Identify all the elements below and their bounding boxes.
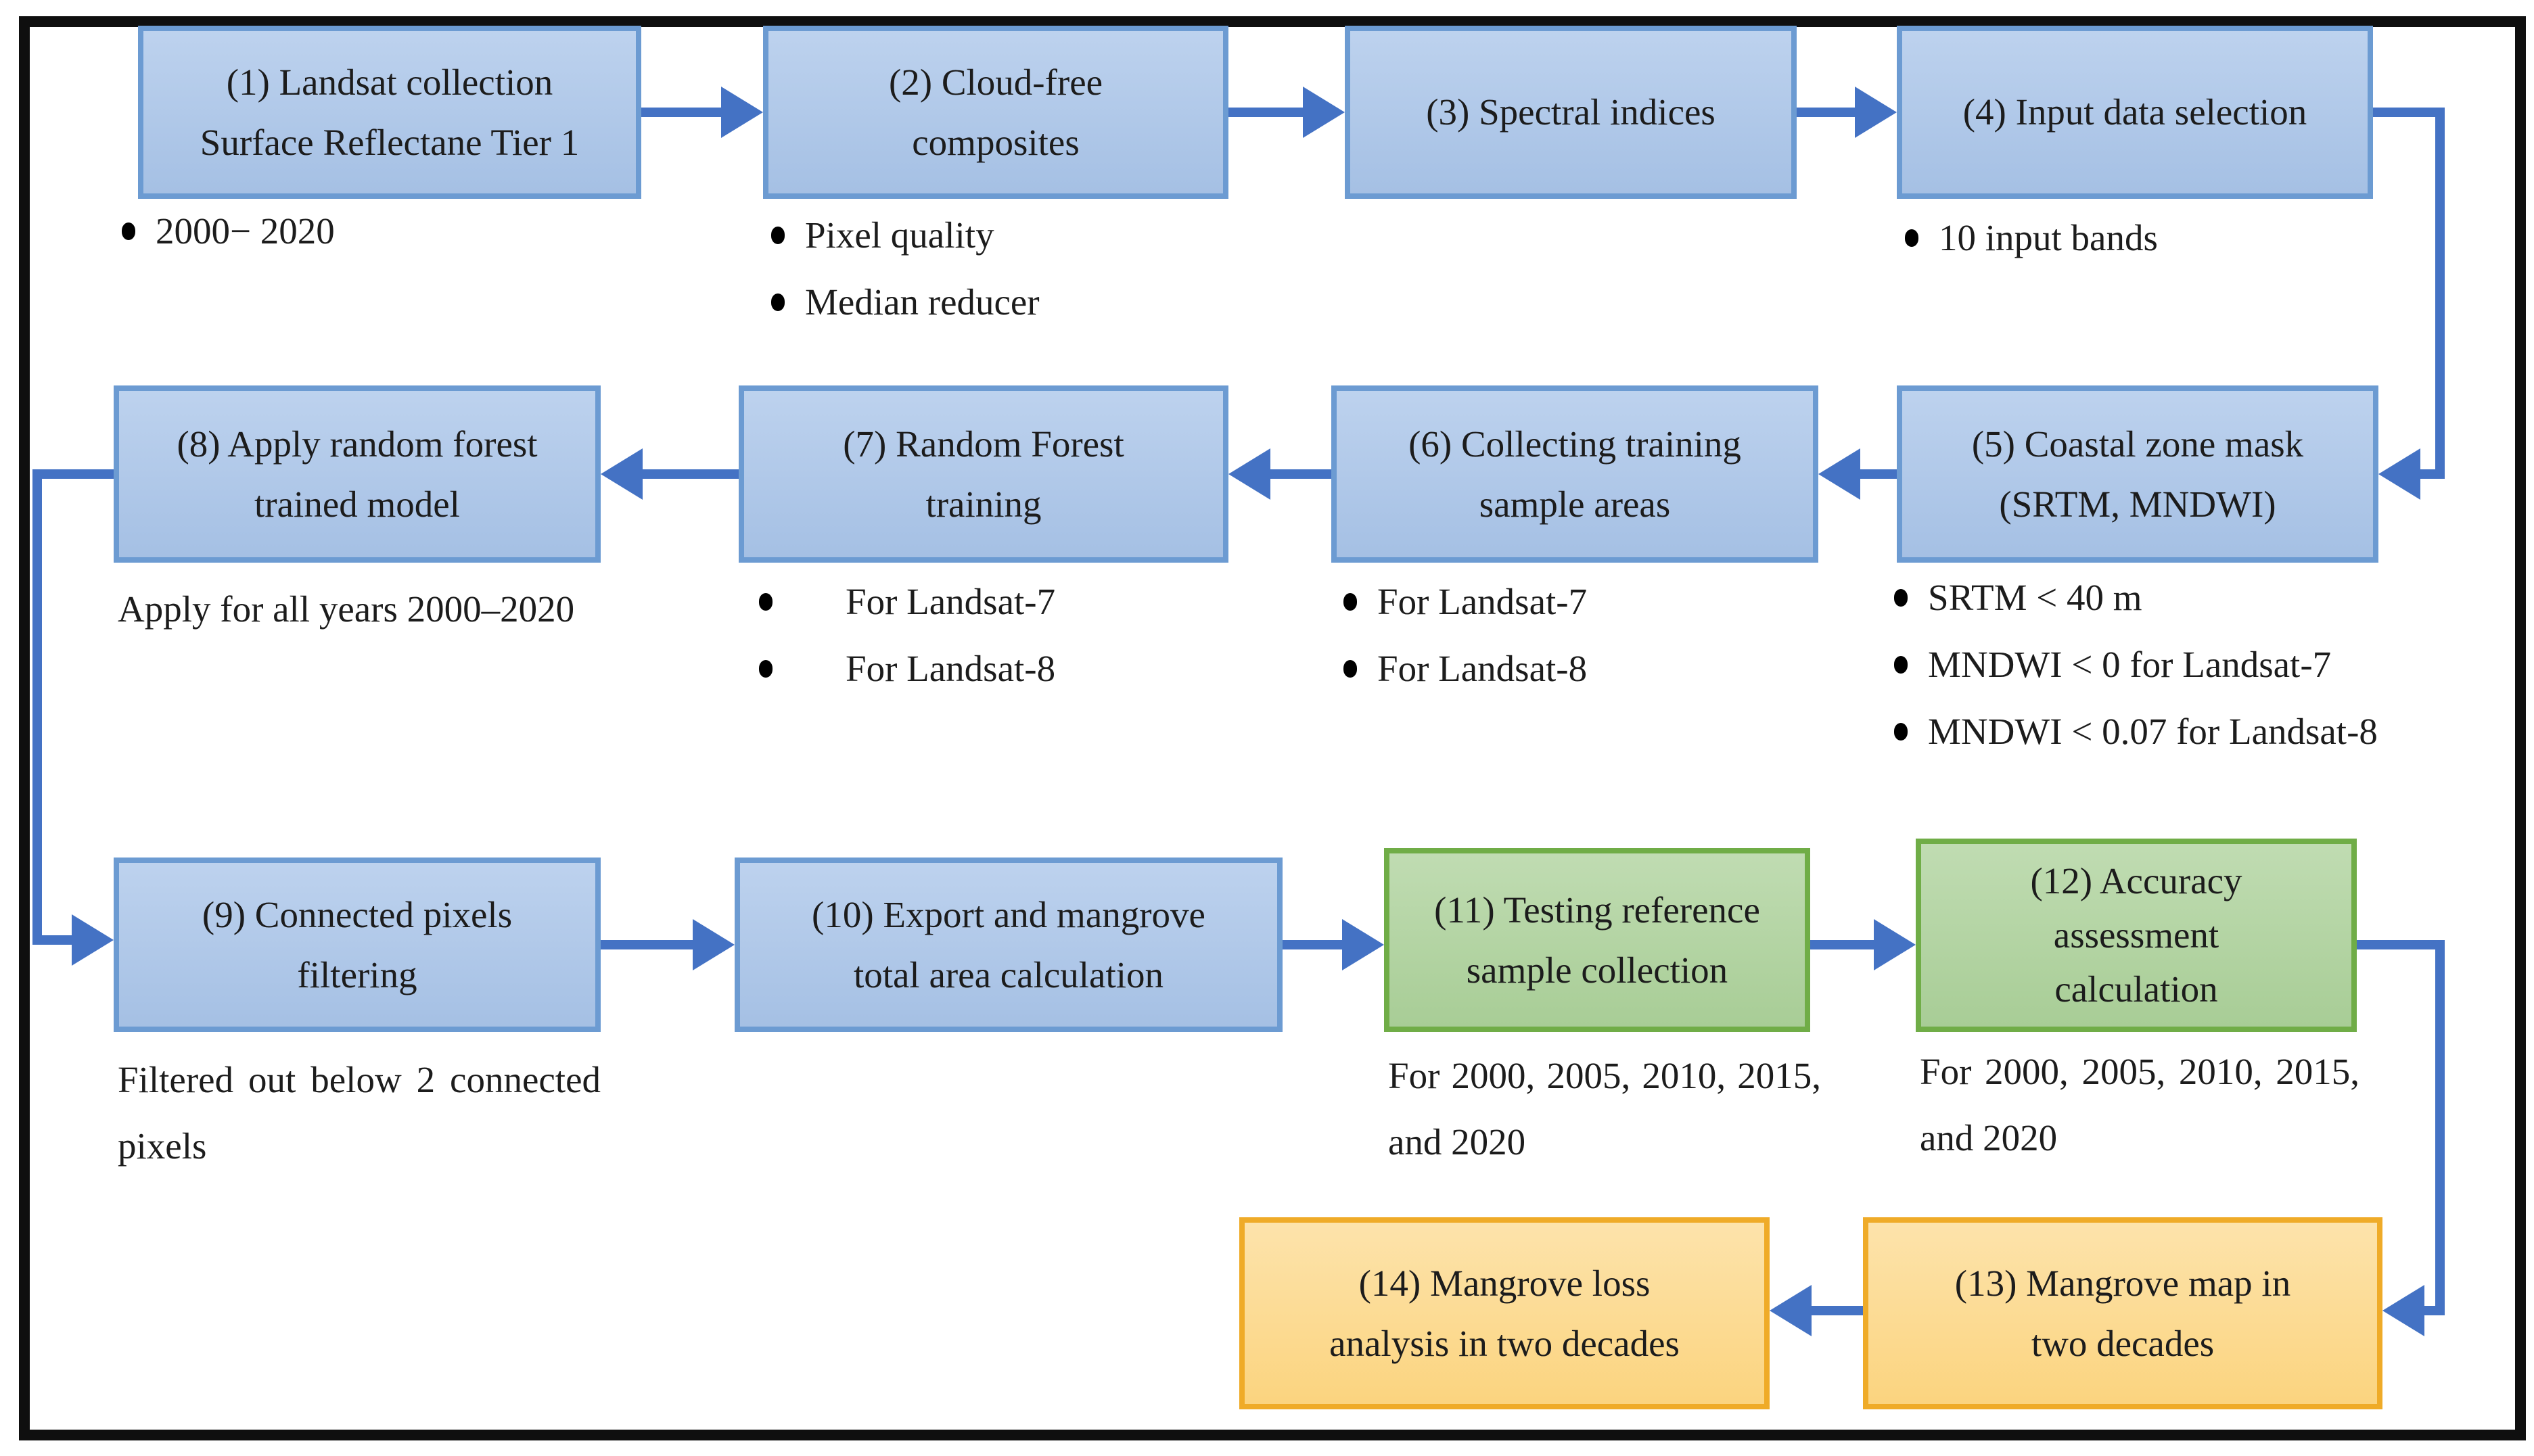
list-item: Median reducer bbox=[771, 279, 1245, 326]
step-5-title: (5) Coastal zone mask (SRTM, MNDWI) bbox=[1971, 423, 2304, 525]
bullet-icon bbox=[771, 227, 785, 245]
step-4-notes: 10 input bands bbox=[1905, 215, 2487, 282]
bullet-icon bbox=[1905, 229, 1918, 248]
arrowhead-right-icon bbox=[1874, 919, 1916, 970]
step-5-box: (5) Coastal zone mask (SRTM, MNDWI) bbox=[1897, 385, 2378, 563]
step-6-title: (6) Collecting training sample areas bbox=[1408, 423, 1741, 525]
list-item: For Landsat-8 bbox=[1343, 646, 1844, 692]
step-1-box: (1) Landsat collection Surface Reflectan… bbox=[138, 26, 641, 199]
list-item: Pixel quality bbox=[771, 212, 1245, 259]
step-6-notes: For Landsat-7 For Landsat-8 bbox=[1343, 579, 1844, 713]
step-4-box: (4) Input data selection bbox=[1897, 26, 2373, 199]
bullet-icon bbox=[771, 293, 785, 312]
arrowhead-right-icon bbox=[693, 919, 735, 970]
step-12-caption: For 2000, 2005, 2010, 2015, and 2020 bbox=[1920, 1051, 2359, 1158]
list-item: For Landsat-7 bbox=[1343, 579, 1844, 626]
list-item: For Landsat-8 bbox=[744, 646, 1258, 692]
step-8-title: (8) Apply random forest trained model bbox=[177, 423, 538, 525]
step-7-title: (7) Random Forest training bbox=[843, 423, 1124, 525]
step-11-box: (11) Testing reference sample collection bbox=[1384, 848, 1810, 1032]
step-2-title: (2) Cloud-free composites bbox=[888, 61, 1103, 163]
list-item: 2000− 2020 bbox=[122, 208, 636, 255]
step-2-box: (2) Cloud-free composites bbox=[763, 26, 1228, 199]
arrowhead-left-icon bbox=[2378, 448, 2420, 500]
bullet-icon bbox=[1343, 593, 1357, 611]
bullet-icon bbox=[1894, 589, 1908, 607]
bullet-icon bbox=[1894, 656, 1908, 674]
step-7-notes: For Landsat-7 For Landsat-8 bbox=[744, 579, 1258, 713]
list-item: SRTM < 40 m bbox=[1894, 575, 2530, 621]
figure-border bbox=[19, 16, 2526, 1440]
arrowhead-right-icon bbox=[1303, 87, 1345, 138]
step-4-title: (4) Input data selection bbox=[1962, 91, 2307, 133]
bullet-icon bbox=[1343, 660, 1357, 678]
bullet-icon bbox=[1894, 722, 1908, 741]
step-9-title: (9) Connected pixels filtering bbox=[202, 893, 513, 995]
arrowhead-left-icon bbox=[601, 448, 643, 500]
step-2-notes: Pixel quality Median reducer bbox=[771, 212, 1245, 346]
step-6-box: (6) Collecting training sample areas bbox=[1331, 385, 1818, 563]
list-item: MNDWI < 0.07 for Landsat-8 bbox=[1894, 709, 2530, 755]
arrowhead-right-icon bbox=[1342, 919, 1384, 970]
step-10-box: (10) Export and mangrove total area calc… bbox=[735, 858, 1283, 1032]
list-item: For Landsat-7 bbox=[744, 579, 1258, 626]
arrowhead-left-icon bbox=[1818, 448, 1860, 500]
step-11-title: (11) Testing reference sample collection bbox=[1434, 889, 1760, 991]
step-14-title: (14) Mangrove loss analysis in two decad… bbox=[1329, 1262, 1680, 1364]
bullet-icon bbox=[759, 660, 773, 678]
step-10-title: (10) Export and mangrove total area calc… bbox=[812, 893, 1205, 995]
arrowhead-right-icon bbox=[721, 87, 763, 138]
arrowhead-left-icon bbox=[1228, 448, 1270, 500]
step-12-title: (12) Accuracy assessment calculation bbox=[2030, 860, 2242, 1010]
list-item: MNDWI < 0 for Landsat-7 bbox=[1894, 642, 2530, 688]
step-1-notes: 2000− 2020 bbox=[122, 208, 636, 275]
arrowhead-left-icon bbox=[1770, 1285, 1812, 1336]
step-3-box: (3) Spectral indices bbox=[1345, 26, 1797, 199]
arrowhead-right-icon bbox=[72, 914, 114, 966]
arrowhead-left-icon bbox=[2382, 1285, 2424, 1336]
step-11-caption: For 2000, 2005, 2010, 2015, and 2020 bbox=[1388, 1055, 1821, 1163]
step-1-title: (1) Landsat collection Surface Reflectan… bbox=[200, 61, 580, 163]
arrowhead-right-icon bbox=[1855, 87, 1897, 138]
step-8-caption: Apply for all years 2000–2020 bbox=[118, 588, 575, 630]
list-item: 10 input bands bbox=[1905, 215, 2487, 262]
step-13-title: (13) Mangrove map in two decades bbox=[1954, 1262, 2291, 1364]
step-9-caption: Filtered out below 2 connected pixels bbox=[118, 1059, 601, 1167]
step-9-box: (9) Connected pixels filtering bbox=[114, 858, 601, 1032]
step-7-box: (7) Random Forest training bbox=[739, 385, 1228, 563]
bullet-icon bbox=[122, 222, 135, 241]
bullet-icon bbox=[759, 593, 773, 611]
step-14-box: (14) Mangrove loss analysis in two decad… bbox=[1239, 1217, 1770, 1409]
step-8-box: (8) Apply random forest trained model bbox=[114, 385, 601, 563]
step-5-notes: SRTM < 40 m MNDWI < 0 for Landsat-7 MNDW… bbox=[1894, 575, 2530, 775]
step-3-title: (3) Spectral indices bbox=[1426, 91, 1715, 133]
step-13-box: (13) Mangrove map in two decades bbox=[1863, 1217, 2382, 1409]
step-12-box: (12) Accuracy assessment calculation bbox=[1916, 839, 2357, 1032]
